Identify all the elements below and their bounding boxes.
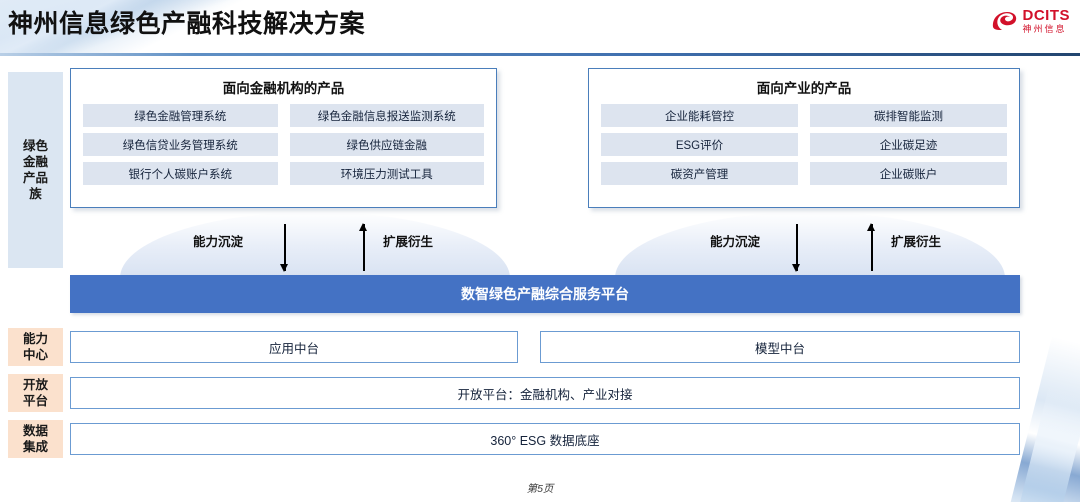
arrow-down-icon-right: [791, 224, 802, 272]
page-number-footer: 第5页: [526, 483, 554, 495]
product-item[interactable]: 绿色金融信息报送监测系统: [289, 104, 484, 127]
platform-bar-label: 数智绿色产融综合服务平台: [461, 286, 629, 302]
rail-band-data-integration: 数据 集成: [8, 420, 63, 458]
dcits-logo: DCITS 神州信息: [990, 8, 1071, 34]
product-item[interactable]: 碳资产管理: [601, 162, 798, 185]
dcits-swirl-icon: [990, 9, 1018, 33]
rail-band-green-finance-products: 绿色 金融 产品 族: [8, 72, 63, 268]
panel-title: 面向金融机构的产品: [222, 81, 345, 96]
page-title: 神州信息绿色产融科技解决方案: [8, 10, 366, 38]
panel-item-grid: 绿色金融管理系统 绿色金融信息报送监测系统 绿色信贷业务管理系统 绿色供应链金融…: [71, 104, 496, 185]
flow-label-expansion-derivation-left: 扩展衍生: [383, 235, 434, 249]
rail-band-capability-center: 能力 中心: [8, 328, 63, 366]
open-platform-box[interactable]: 开放平台：金融机构、产业对接: [70, 377, 1020, 409]
rail-label: 绿色 金融 产品 族: [22, 139, 48, 201]
box-label: 360° ESG 数据底座: [490, 433, 600, 448]
product-item[interactable]: 绿色供应链金融: [289, 133, 484, 156]
flow-label-expansion-derivation-right: 扩展衍生: [891, 235, 942, 249]
panel-item-grid: 企业能耗管控 碳排智能监测 ESG评价 企业碳足迹 碳资产管理 企业碳账户: [589, 104, 1019, 185]
flow-label-capability-precipitation-right: 能力沉淀: [710, 235, 761, 249]
rail-label: 开放 平台: [22, 378, 48, 408]
panel-financial-institution-products: 面向金融机构的产品 绿色金融管理系统 绿色金融信息报送监测系统 绿色信贷业务管理…: [70, 68, 497, 208]
capability-dome-right: [615, 212, 1005, 278]
header-divider: [0, 53, 1080, 56]
capability-dome-left: [120, 212, 510, 278]
capability-box-model-middle-platform[interactable]: 模型中台: [540, 331, 1020, 363]
arrow-up-icon-right: [866, 223, 877, 271]
panel-title: 面向产业的产品: [756, 81, 852, 96]
box-label: 开放平台：金融机构、产业对接: [457, 387, 633, 402]
product-item[interactable]: 企业能耗管控: [601, 104, 798, 127]
product-item[interactable]: 银行个人碳账户系统: [83, 162, 278, 185]
box-label: 应用中台: [268, 341, 319, 356]
box-label: 模型中台: [754, 341, 805, 356]
product-item[interactable]: 环境压力测试工具: [289, 162, 484, 185]
arrow-up-icon-left: [358, 223, 369, 271]
product-item[interactable]: ESG评价: [601, 133, 798, 156]
rail-band-open-platform: 开放 平台: [8, 374, 63, 412]
panel-industry-products: 面向产业的产品 企业能耗管控 碳排智能监测 ESG评价 企业碳足迹 碳资产管理 …: [588, 68, 1020, 208]
product-item[interactable]: 碳排智能监测: [810, 104, 1007, 127]
data-layer-box[interactable]: 360° ESG 数据底座: [70, 423, 1020, 455]
slide-header: 神州信息绿色产融科技解决方案: [0, 0, 1080, 56]
capability-box-application-middle-platform[interactable]: 应用中台: [70, 331, 518, 363]
rail-label: 能力 中心: [22, 332, 48, 362]
logo-wordmark: DCITS 神州信息: [1023, 8, 1071, 34]
product-item[interactable]: 绿色信贷业务管理系统: [83, 133, 278, 156]
integrated-service-platform-bar[interactable]: 数智绿色产融综合服务平台: [70, 275, 1020, 313]
logo-name: DCITS: [1022, 7, 1070, 24]
product-item[interactable]: 企业碳账户: [810, 162, 1007, 185]
product-item[interactable]: 企业碳足迹: [810, 133, 1007, 156]
arrow-down-icon-left: [279, 224, 290, 272]
rail-label: 数据 集成: [22, 424, 48, 454]
product-item[interactable]: 绿色金融管理系统: [83, 104, 278, 127]
logo-subname: 神州信息: [1022, 24, 1067, 34]
flow-label-capability-precipitation-left: 能力沉淀: [193, 235, 244, 249]
